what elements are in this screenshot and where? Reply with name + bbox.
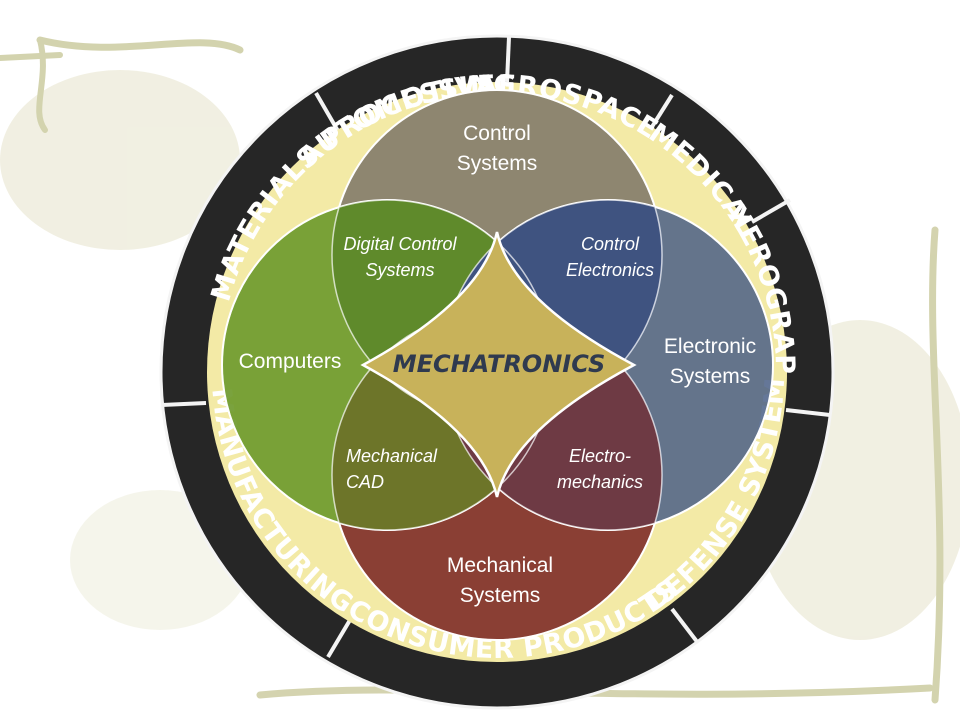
mechatronics-center-shape <box>360 231 637 498</box>
label-digital-control-1: Digital Control <box>343 234 457 254</box>
label-computers: Computers <box>239 350 342 373</box>
center-label-mechatronics: MECHATRONICS <box>393 350 606 378</box>
label-mechanical-systems-2: Systems <box>460 584 541 607</box>
label-mechanical-systems-1: Mechanical <box>447 554 553 577</box>
overlap-labels: Digital Control Systems Control Electron… <box>343 234 654 492</box>
label-control-electronics-1: Control <box>581 234 640 254</box>
label-electro-mechanics-1: Electro- <box>569 446 631 466</box>
label-control-systems-2: Systems <box>457 152 538 175</box>
label-mechanical-cad-1: Mechanical <box>346 446 438 466</box>
label-mechanical-cad-2: CAD <box>346 472 384 492</box>
circle-labels: Control Systems Computers Electronic Sys… <box>239 122 756 607</box>
label-electro-mechanics-2: mechanics <box>557 472 643 492</box>
label-digital-control-2: Systems <box>365 260 434 280</box>
label-control-electronics-2: Electronics <box>566 260 654 280</box>
label-electronic-systems-2: Systems <box>670 365 751 388</box>
label-control-systems-1: Control <box>463 122 531 145</box>
label-electronic-systems-1: Electronic <box>664 335 756 358</box>
